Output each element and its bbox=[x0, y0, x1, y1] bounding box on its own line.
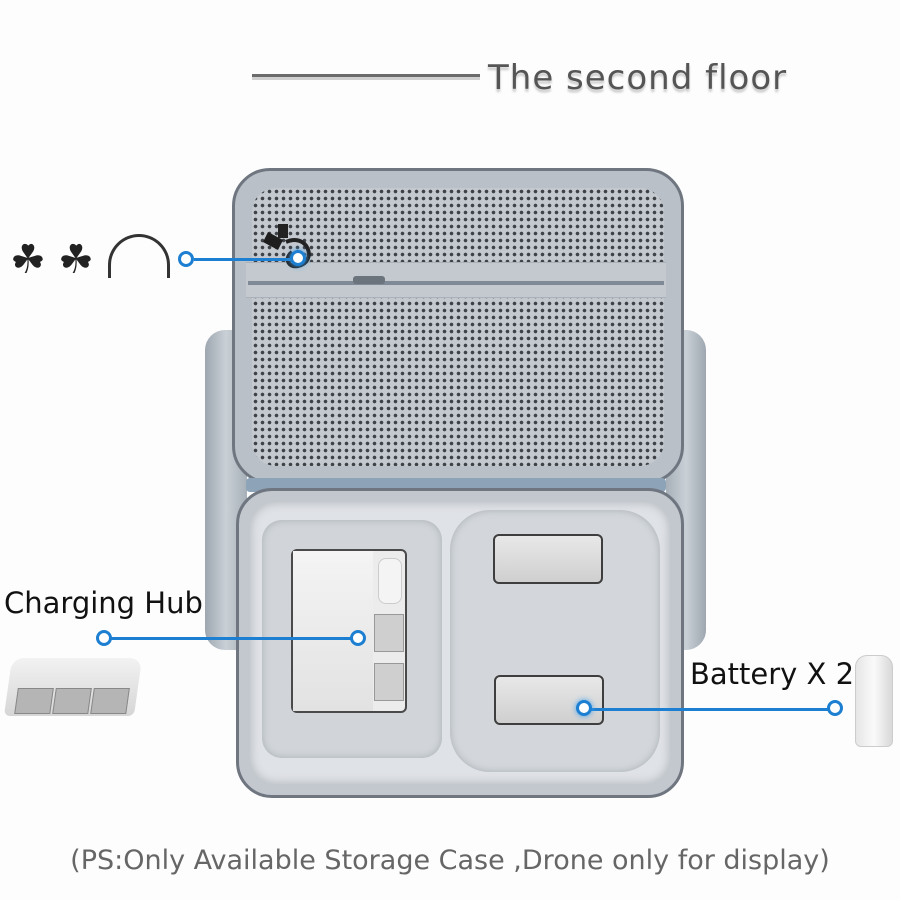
hub-port bbox=[374, 614, 404, 652]
callout-dot bbox=[827, 700, 843, 716]
charging-hub-label: Charging Hub bbox=[4, 586, 203, 620]
charging-hub-icon bbox=[3, 658, 143, 716]
zipper-pull bbox=[353, 276, 385, 284]
hub-slot bbox=[90, 688, 130, 714]
page-title: The second floor bbox=[488, 58, 788, 98]
hub-port bbox=[374, 663, 404, 701]
callout-dot bbox=[96, 630, 112, 646]
battery-in-case-1 bbox=[493, 534, 603, 584]
propeller-icon: ☘ bbox=[10, 237, 46, 283]
battery-label: Battery X 2 bbox=[690, 657, 855, 691]
callout-dot bbox=[178, 251, 194, 267]
callout-dot bbox=[350, 630, 366, 646]
hub-usb-port bbox=[378, 558, 402, 604]
callout-line-battery bbox=[584, 708, 830, 711]
cable-icon bbox=[108, 234, 170, 278]
propeller-icon: ☘ bbox=[58, 237, 94, 283]
battery-icon bbox=[855, 655, 893, 747]
callout-dot bbox=[290, 250, 306, 266]
hub-slot bbox=[14, 688, 54, 714]
footer-note: (PS:Only Available Storage Case ,Drone o… bbox=[70, 845, 830, 876]
callout-dot bbox=[576, 700, 592, 716]
callout-line-hub bbox=[110, 637, 356, 640]
hub-slot bbox=[52, 688, 92, 714]
callout-line-accessories bbox=[194, 258, 298, 261]
zipper-track bbox=[248, 281, 664, 285]
lid-mesh-pocket bbox=[252, 188, 664, 466]
header-rule bbox=[252, 74, 480, 77]
mesh-zipper-band bbox=[246, 262, 666, 298]
stored-cables-icon bbox=[263, 224, 311, 269]
